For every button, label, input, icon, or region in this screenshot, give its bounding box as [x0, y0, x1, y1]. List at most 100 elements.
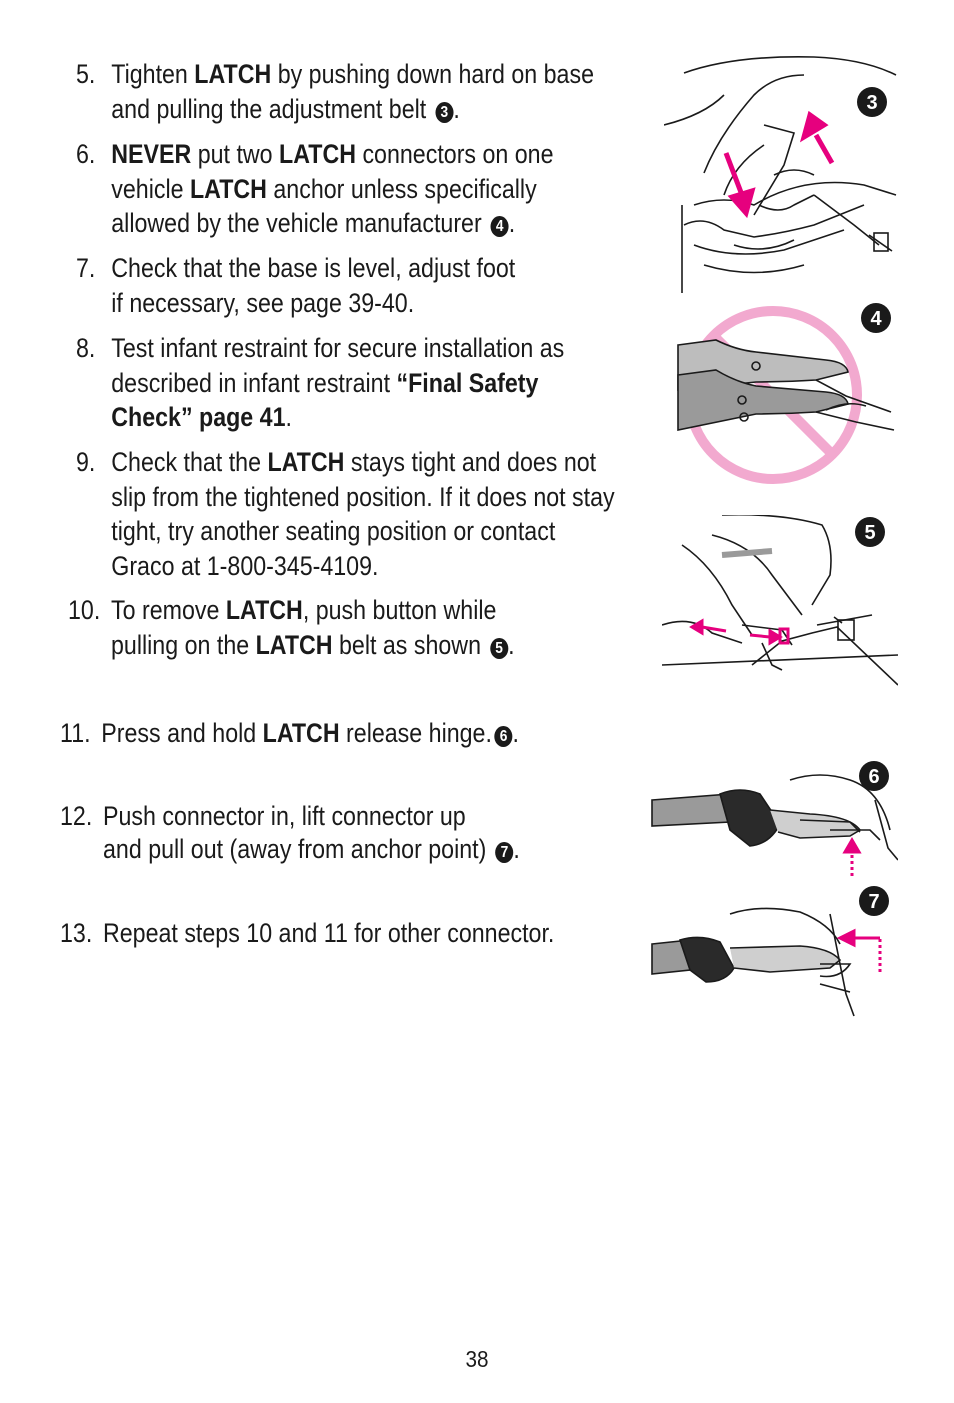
step-line: Push connector in, lift connector up	[103, 800, 520, 833]
step-line: Press and hold LATCH release hinge.6.	[101, 716, 519, 751]
body-text: , push button while	[302, 595, 497, 625]
step-line: Tighten LATCH by pushing down hard on ba…	[111, 57, 594, 92]
step-line: To remove LATCH, push button while	[111, 593, 515, 628]
figure-label: 4	[870, 308, 882, 330]
figure-marker-3	[857, 87, 887, 117]
emphasis-text: LATCH	[255, 629, 333, 660]
step-line: and pull out (away from anchor point) 7.	[103, 833, 520, 866]
emphasis-text: LATCH	[279, 139, 356, 169]
step-line: slip from the tightened position. If it …	[111, 480, 614, 515]
body-text: .	[508, 629, 515, 660]
page-number: 38	[465, 1346, 489, 1372]
step-line: allowed by the vehicle manufacturer 4.	[111, 206, 553, 241]
step-text: Check that the LATCH stays tight and doe…	[111, 445, 614, 583]
body-text: by pushing down hard on base	[271, 59, 595, 89]
figure-label: 7	[868, 891, 879, 913]
figure-marker-4	[861, 303, 891, 333]
step-line: vehicle LATCH anchor unless specifically	[111, 172, 553, 207]
body-text: To remove	[111, 595, 226, 625]
figure-reference-icon: 6	[494, 726, 513, 747]
figure-6-release-hinge: 6	[651, 761, 898, 876]
body-text: .	[513, 834, 520, 864]
figure-5-remove-latch: 5	[662, 515, 898, 686]
body-text: stays tight and does not	[344, 447, 597, 477]
body-text: Push connector in, lift connector up	[103, 801, 466, 831]
step-number: 12.	[60, 801, 93, 831]
body-text: put two	[191, 139, 280, 169]
step-text: Check that the base is level, adjust foo…	[111, 251, 515, 320]
emphasis-text: “Final Safety	[396, 367, 539, 398]
emphasis-text: Check” page 41	[111, 402, 286, 432]
step-text: Test infant restraint for secure install…	[111, 331, 564, 435]
emphasis-text: NEVER	[111, 139, 192, 169]
step-line: Repeat steps 10 and 11 for other connect…	[103, 916, 554, 951]
step-number: 8.	[76, 333, 96, 363]
body-text: pulling on the	[111, 629, 256, 660]
step-number: 6.	[76, 139, 96, 169]
emphasis-text: LATCH	[267, 447, 345, 477]
body-text: described in infant restraint	[111, 367, 397, 398]
figure-label: 5	[864, 522, 875, 544]
figure-marker-5	[855, 517, 885, 547]
body-text: anchor unless specifically	[266, 173, 537, 204]
step-line: Check that the LATCH stays tight and doe…	[111, 445, 614, 480]
figure-reference-icon: 7	[495, 842, 514, 863]
figure-7-pull-connector: 7	[651, 886, 889, 1017]
figure-marker-7	[859, 886, 889, 916]
emphasis-text: LATCH	[262, 718, 340, 748]
figure-reference-icon: 5	[490, 637, 509, 659]
figure-3-tighten-base: 3	[664, 56, 897, 293]
step-line: tight, try another seating position or c…	[111, 514, 614, 549]
emphasis-text: LATCH	[194, 59, 272, 89]
step-number: 13.	[60, 918, 93, 948]
body-text: Tighten	[111, 59, 195, 89]
step-number: 11.	[60, 718, 91, 748]
figure-label: 6	[868, 766, 879, 788]
body-text: Check that the	[111, 447, 268, 477]
body-text: allowed by the vehicle manufacturer	[111, 208, 489, 238]
body-text: and pull out (away from anchor point)	[103, 834, 493, 864]
step-number: 5.	[76, 59, 96, 89]
body-text: .	[508, 208, 516, 238]
emphasis-text: LATCH	[225, 595, 303, 625]
step-text: Press and hold LATCH release hinge.6.	[101, 716, 519, 751]
step-number: 10.	[68, 595, 101, 625]
emphasis-text: LATCH	[189, 173, 267, 204]
step-line: described in infant restraint “Final Saf…	[111, 366, 564, 401]
step-line: Test infant restraint for secure install…	[111, 331, 564, 366]
step-line: pulling on the LATCH belt as shown 5.	[111, 628, 515, 663]
body-text: connectors on one	[355, 139, 554, 169]
body-text: and pulling the adjustment belt	[111, 93, 433, 124]
figure-marker-6	[859, 761, 889, 791]
body-text: Repeat steps 10 and 11 for other connect…	[103, 918, 555, 948]
step-text: Repeat steps 10 and 11 for other connect…	[103, 916, 554, 951]
body-text: if necessary, see page 39-40.	[111, 287, 415, 318]
step-line: and pulling the adjustment belt 3.	[111, 92, 594, 127]
step-line: Check that the base is level, adjust foo…	[111, 251, 515, 286]
figure-label: 3	[866, 92, 877, 114]
body-text: .	[285, 402, 292, 432]
body-text: Graco at 1-800-345-4109.	[111, 550, 379, 581]
step-text: Tighten LATCH by pushing down hard on ba…	[111, 57, 594, 126]
step-line: NEVER put two LATCH connectors on one	[111, 137, 553, 172]
step-number: 9.	[76, 447, 96, 477]
step-number: 7.	[76, 253, 96, 283]
body-text: release hinge.	[339, 718, 492, 748]
body-text: .	[512, 718, 520, 748]
step-line: if necessary, see page 39-40.	[111, 286, 515, 321]
body-text: Check that the base is level, adjust foo…	[111, 253, 516, 283]
figure-reference-icon: 3	[435, 101, 454, 123]
body-text: slip from the tightened position. If it …	[111, 481, 615, 512]
step-line: Check” page 41.	[111, 400, 564, 435]
body-text: Test infant restraint for secure install…	[111, 333, 565, 363]
body-text: tight, try another seating position or c…	[111, 516, 556, 546]
body-text: Press and hold	[101, 718, 263, 748]
figure-4-prohibited-connectors: 4	[677, 303, 895, 484]
body-text: .	[453, 93, 460, 124]
body-text: belt as shown	[332, 629, 488, 660]
figure-reference-icon: 4	[490, 216, 509, 237]
step-line: Graco at 1-800-345-4109.	[111, 549, 614, 584]
